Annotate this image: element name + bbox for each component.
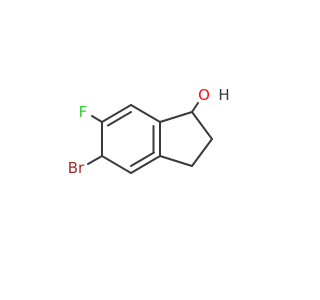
bromine-label: Br xyxy=(68,159,85,177)
bond-c7-c6 xyxy=(101,104,132,123)
double-bond-c4-c3a xyxy=(130,151,155,167)
bond-c6-f xyxy=(91,115,103,123)
bond-c5-br xyxy=(87,155,103,165)
oxygen-label: O xyxy=(198,86,210,104)
bond-c2-c3 xyxy=(191,138,213,167)
bond-c1-o xyxy=(191,102,199,113)
bond-c3-c3a xyxy=(159,155,193,167)
molecule-structure: O H F Br xyxy=(68,86,230,177)
bond-c7a-c1 xyxy=(159,111,193,123)
bond-c4-c3a xyxy=(130,155,161,174)
fluorine-label: F xyxy=(79,103,88,121)
double-bond-c7-c6 xyxy=(107,111,132,127)
bond-c5-c4 xyxy=(101,155,132,174)
structure-canvas: O H F Br xyxy=(67,86,230,177)
bond-c1-c2 xyxy=(191,111,213,140)
benzene-ring xyxy=(101,104,161,174)
bond-c7a-c7 xyxy=(130,104,161,123)
hydrogen-label: H xyxy=(218,86,229,104)
five-membered-ring xyxy=(159,111,213,167)
